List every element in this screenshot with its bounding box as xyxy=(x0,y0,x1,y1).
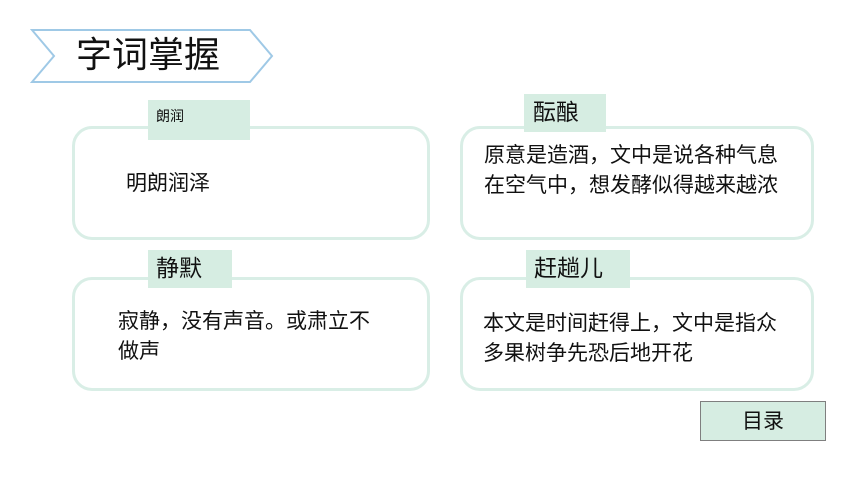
definition-3: 寂静，没有声音。或肃立不做声 xyxy=(118,309,370,363)
term-tag-2: 酝酿 xyxy=(524,94,606,132)
vocab-card-4 xyxy=(460,277,814,391)
vocab-card-3 xyxy=(72,277,430,391)
vocab-card-2 xyxy=(460,126,814,240)
page-title: 字词掌握 xyxy=(76,35,221,76)
term-tag-1: 朗润 xyxy=(148,100,250,140)
catalog-button[interactable]: 目录 xyxy=(700,401,826,441)
title-banner: 字词掌握 xyxy=(30,28,274,84)
definition-1: 明朗润泽 xyxy=(126,171,210,195)
term-tag-3: 静默 xyxy=(148,250,232,288)
definition-2: 原意是造酒，文中是说各种气息在空气中，想发酵似得越来越浓 xyxy=(484,143,778,197)
vocab-card-1 xyxy=(72,126,430,240)
term-tag-4: 赶趟儿 xyxy=(526,250,630,288)
definition-4: 本文是时间赶得上，文中是指众多果树争先恐后地开花 xyxy=(483,311,777,365)
banner-shape xyxy=(30,29,274,83)
